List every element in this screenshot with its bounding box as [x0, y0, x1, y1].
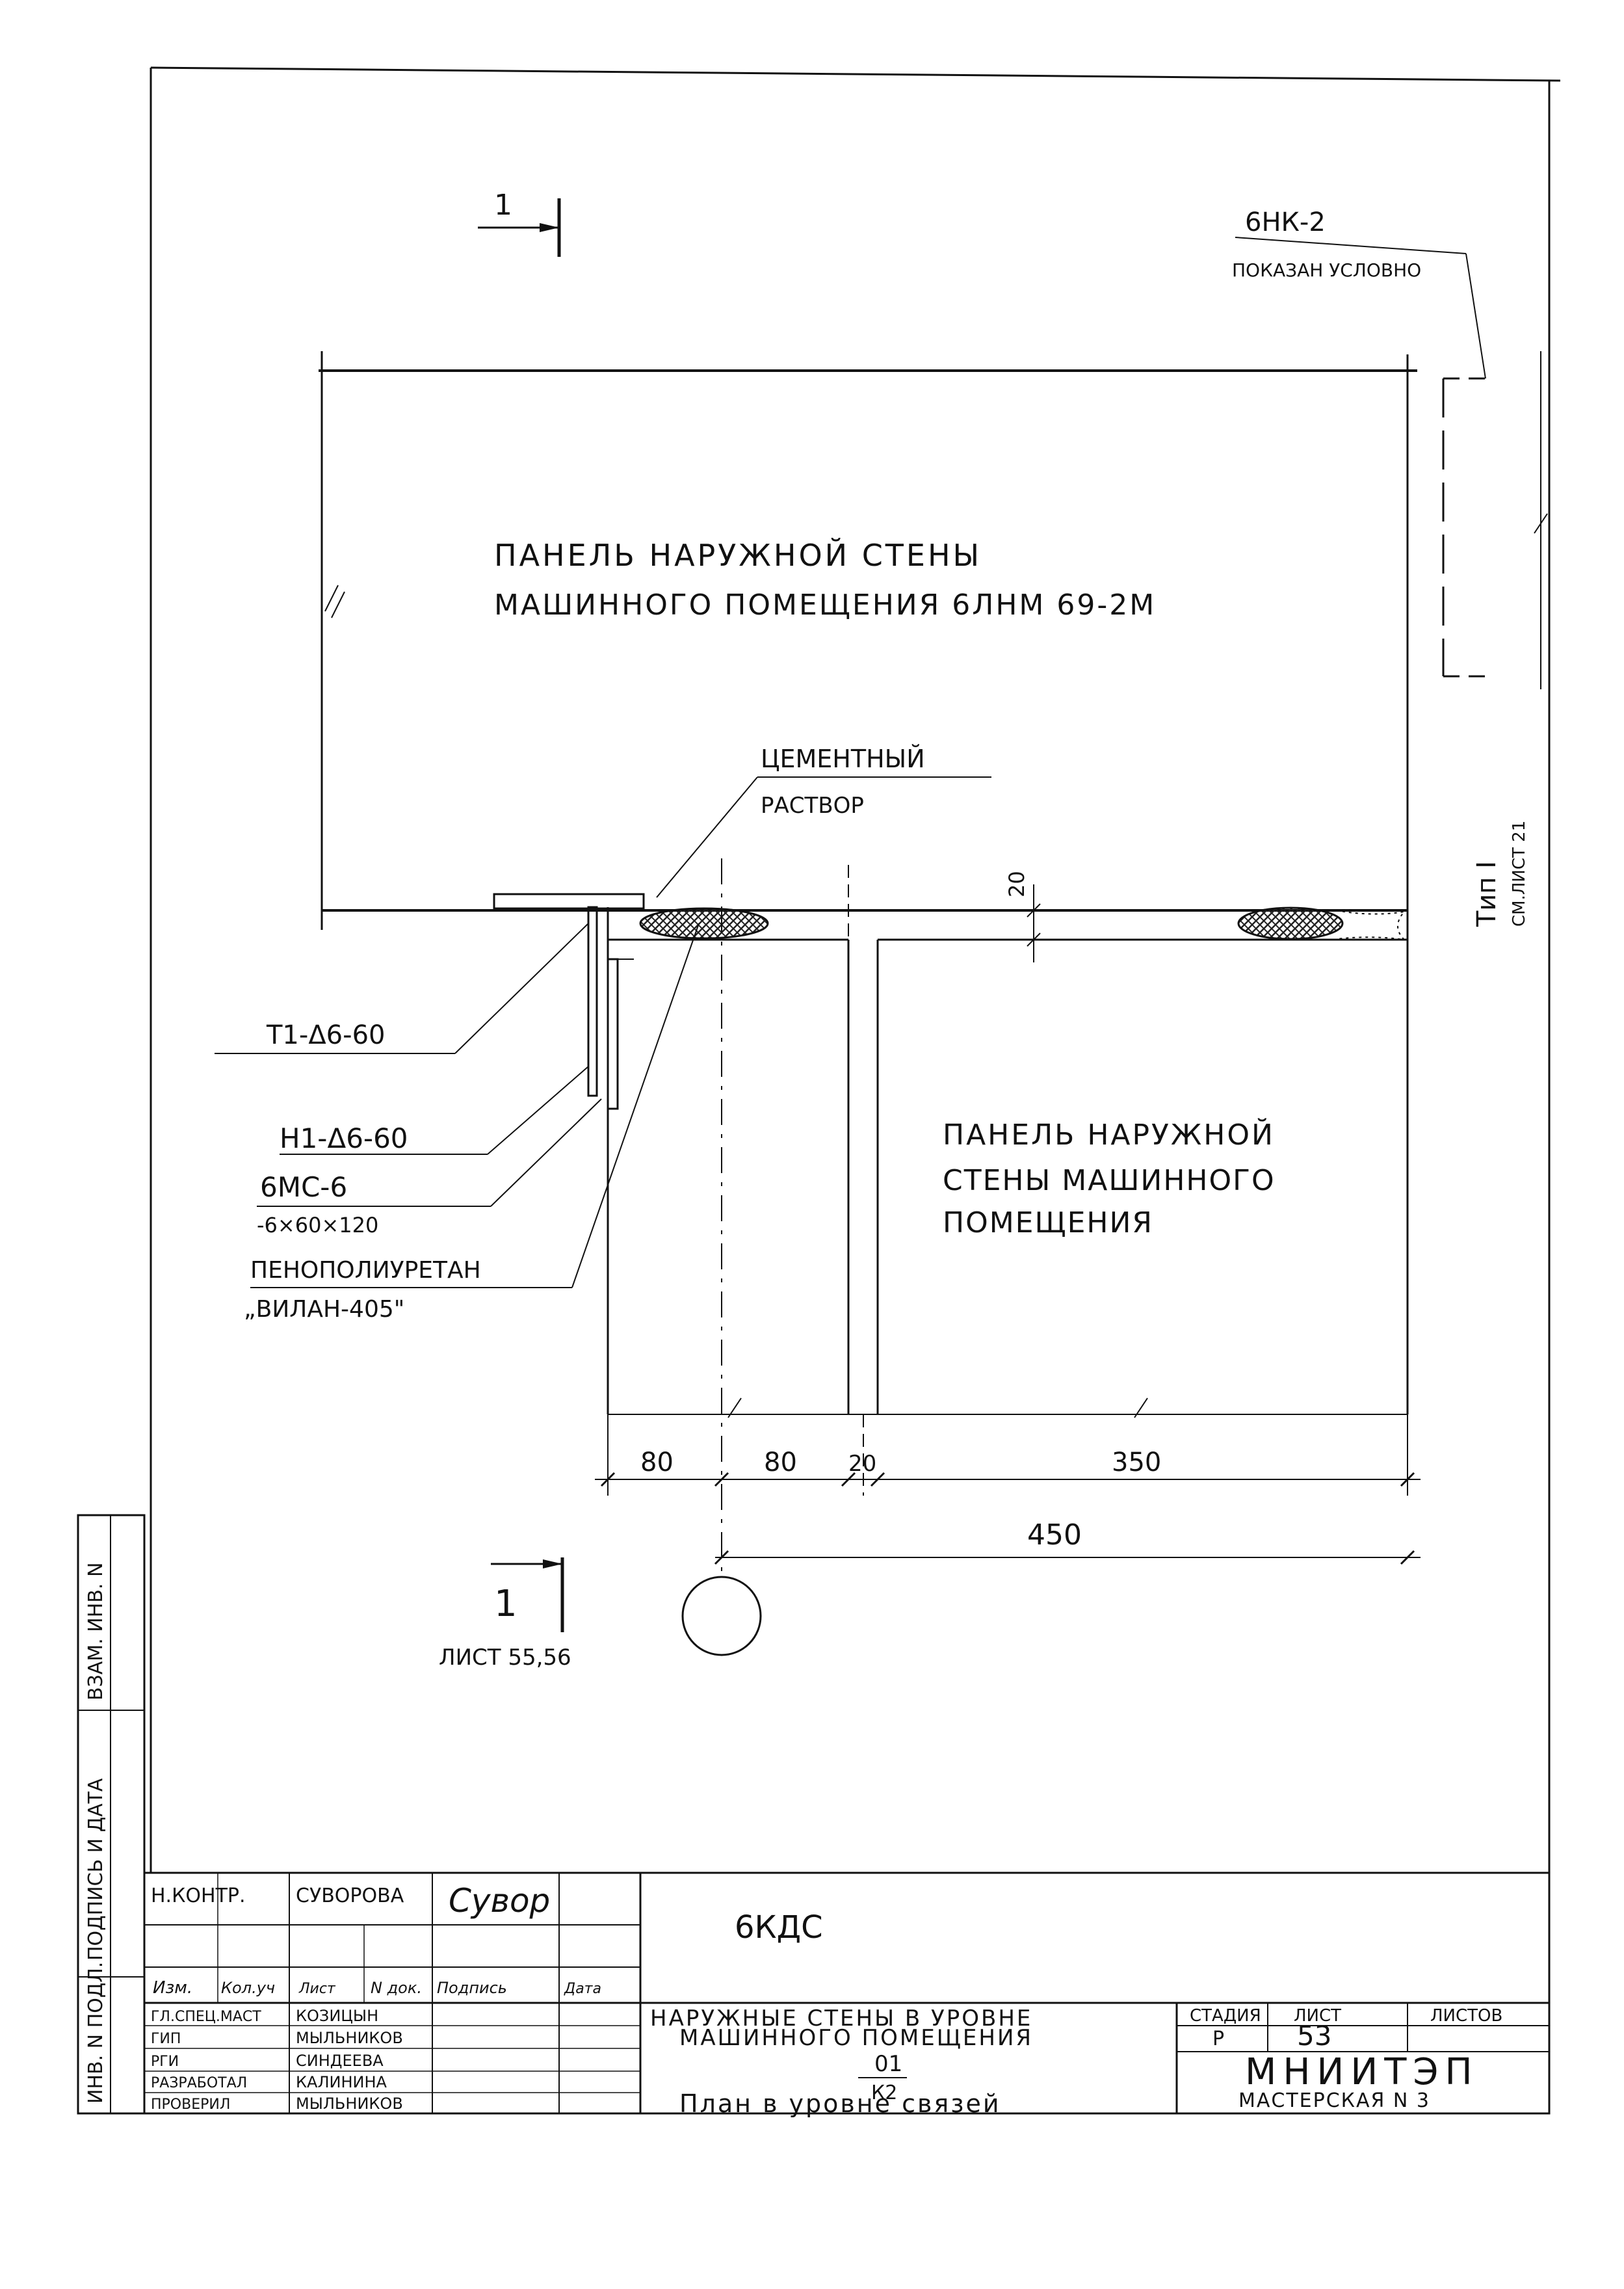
- tb-frac-top: 01: [874, 2051, 902, 2077]
- callout-bms-line2: -6×60×120: [257, 1213, 378, 1237]
- tb-stage-label: СТАДИЯ: [1190, 2006, 1261, 2026]
- tb-role-1: ГЛ.СПЕЦ.МАСТ: [151, 2009, 261, 2025]
- tb-role-5: ПРОВЕРИЛ: [151, 2097, 230, 2113]
- bnk-block: 6НК-2 ПОКАЗАН УСЛОВНО: [1232, 207, 1548, 689]
- type-ref-line1: Тип I: [1472, 861, 1502, 927]
- tb-header-data: Дата: [564, 1981, 601, 1997]
- tb-sheet: 53: [1297, 2020, 1331, 2052]
- tb-workshop: МАСТЕРСКАЯ N 3: [1238, 2089, 1430, 2112]
- bottom-panel-line1: ПАНЕЛЬ НАРУЖНОЙ: [943, 1117, 1275, 1152]
- side-stamp: ВЗАМ. ИНВ. N ПОДПИСЬ И ДАТА ИНВ. N ПОДЛ.: [77, 1514, 146, 2115]
- tb-name-1: КОЗИЦЫН: [296, 2007, 378, 2025]
- tb-sign-0: Сувор: [449, 1882, 550, 1920]
- bottom-panel-line2: СТЕНЫ МАШИННОГО: [943, 1164, 1276, 1197]
- top-panel-line1: ПАНЕЛЬ НАРУЖНОЙ СТЕНЫ: [494, 538, 982, 573]
- tb-desc-line1: НАРУЖНЫЕ СТЕНЫ В УРОВНЕ: [650, 2005, 1032, 2031]
- tb-name-3: СИНДЕЕВА: [296, 2052, 384, 2070]
- tb-header-list: Лист: [298, 1981, 336, 1997]
- tb-role-2: ГИП: [151, 2031, 181, 2047]
- stamp-inv-vzam: ВЗАМ. ИНВ. N: [85, 1563, 107, 1700]
- callout-foam-line2: „ВИЛАН-405": [244, 1296, 404, 1323]
- tb-sheet-title: План в уровне связей: [679, 2089, 1001, 2118]
- section-marker-bottom-number: 1: [494, 1583, 517, 1625]
- tb-desc-line2: МАШИННОГО ПОМЕЩЕНИЯ: [679, 2025, 1033, 2051]
- tb-header-kol: Кол.уч: [221, 1979, 275, 1997]
- dim-450: 450: [1027, 1518, 1082, 1552]
- callout-n1: Н1-Δ6-60: [280, 1122, 408, 1154]
- joint-zone: 20: [493, 858, 1409, 1574]
- tb-role-0: Н.КОНТР.: [151, 1885, 246, 1907]
- section-marker-bottom: 1 ЛИСТ 55,56: [439, 1557, 571, 1671]
- section-marker-bottom-sheets: ЛИСТ 55,56: [439, 1645, 571, 1671]
- tb-name-0: СУВОРОВА: [296, 1885, 404, 1907]
- leader-callouts: Т1-Δ6-60 Н1-Δ6-60 6МС-6 -6×60×120 ПЕНОПО…: [215, 923, 700, 1323]
- type-ref: Тип I СМ.ЛИСТ 21: [1472, 821, 1529, 927]
- sheet-frame: [144, 66, 1561, 2115]
- tb-frac-bottom: К2: [871, 2082, 897, 2104]
- tb-header-ndok: N док.: [371, 1979, 422, 1997]
- tb-sheet-label: ЛИСТ: [1294, 2006, 1341, 2026]
- bottom-panel-line3: ПОМЕЩЕНИЯ: [943, 1206, 1153, 1239]
- tb-name-4: КАЛИНИНА: [296, 2073, 387, 2091]
- top-panel: ПАНЕЛЬ НАРУЖНОЙ СТЕНЫ МАШИННОГО ПОМЕЩЕНИ…: [319, 351, 1417, 946]
- tb-name-5: МЫЛЬНИКОВ: [296, 2095, 403, 2113]
- tb-stage: Р: [1212, 2028, 1224, 2050]
- callout-bms-line1: 6МС-6: [260, 1171, 347, 1203]
- dim-20: 20: [848, 1451, 876, 1477]
- dimension-chains: 80 80 20 350 450: [595, 1448, 1421, 1565]
- cement-callout: ЦЕМЕНТНЫЙ РАСТВОР: [656, 745, 991, 898]
- axis-circle: [681, 1576, 762, 1656]
- dim-350: 350: [1112, 1448, 1161, 1477]
- type-ref-line2: СМ.ЛИСТ 21: [1510, 821, 1529, 927]
- bottom-panel: ПАНЕЛЬ НАРУЖНОЙ СТЕНЫ МАШИННОГО ПОМЕЩЕНИ…: [943, 1117, 1276, 1239]
- cement-line2: РАСТВОР: [761, 793, 864, 819]
- bnk-note: ПОКАЗАН УСЛОВНО: [1232, 259, 1421, 281]
- section-marker-top: 1: [478, 189, 561, 257]
- tb-org: МНИИТЭП: [1245, 2051, 1479, 2093]
- dim-80a: 80: [640, 1448, 674, 1477]
- callout-t1: Т1-Δ6-60: [266, 1020, 385, 1050]
- tb-role-4: РАЗРАБОТАЛ: [151, 2075, 247, 2091]
- tb-name-2: МЫЛЬНИКОВ: [296, 2029, 403, 2047]
- dim-80b: 80: [764, 1448, 797, 1477]
- tb-sheets-label: ЛИСТОВ: [1430, 2006, 1502, 2026]
- gap-dim: 20: [1004, 871, 1029, 897]
- stamp-inv-podl: ИНВ. N ПОДЛ.: [85, 1962, 107, 2104]
- stamp-sign-date: ПОДПИСЬ И ДАТА: [85, 1778, 107, 1961]
- tb-role-3: РГИ: [151, 2054, 179, 2070]
- section-marker-top-number: 1: [494, 189, 512, 222]
- top-panel-line2: МАШИННОГО ПОМЕЩЕНИЯ 6ЛНМ 69-2М: [494, 589, 1156, 622]
- title-block: Н.КОНТР. СУВОРОВА Сувор Изм. Кол.уч Лист…: [143, 1872, 1551, 2118]
- tb-code: 6КДС: [735, 1909, 823, 1946]
- tb-header-izm: Изм.: [153, 1978, 192, 1998]
- bnk-title: 6НК-2: [1245, 207, 1326, 237]
- tb-header-podpis: Подпись: [437, 1979, 507, 1997]
- cement-line1: ЦЕМЕНТНЫЙ: [761, 745, 925, 773]
- callout-foam-line1: ПЕНОПОЛИУРЕТАН: [250, 1257, 481, 1284]
